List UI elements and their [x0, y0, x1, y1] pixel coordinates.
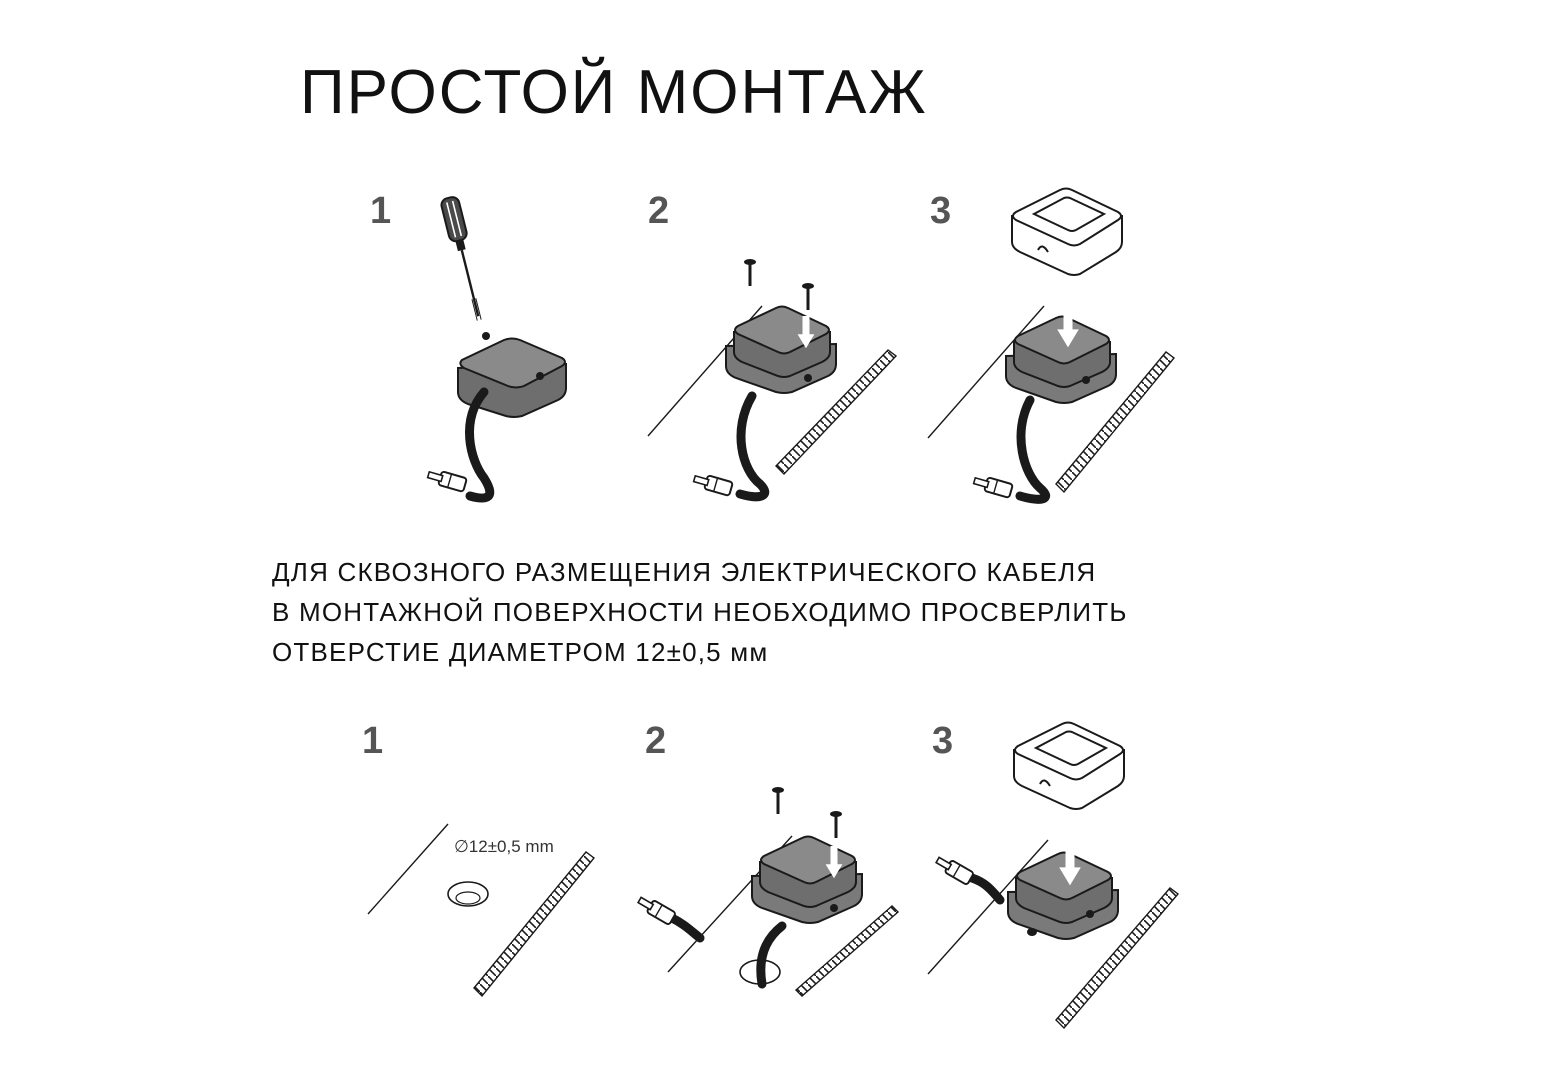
bottom-step-1-illustration: ∅12±0,5 mm	[367, 823, 596, 998]
step-number-bottom-3: 3	[932, 720, 954, 762]
page-title: ПРОСТОЙ МОНТАЖ	[300, 58, 928, 127]
note-line-3: ОТВЕРСТИЕ ДИАМЕТРОМ 12±0,5 мм	[272, 637, 769, 667]
step-number-bottom-2: 2	[645, 720, 667, 762]
note-line-2: В МОНТАЖНОЙ ПОВЕРХНОСТИ НЕОБХОДИМО ПРОСВ…	[272, 597, 1128, 627]
step-number-top-2: 2	[648, 190, 670, 232]
top-step-1-illustration	[425, 196, 567, 503]
top-step-3-illustration	[927, 187, 1176, 504]
installation-note: ДЛЯ СКВОЗНОГО РАЗМЕЩЕНИЯ ЭЛЕКТРИЧЕСКОГО …	[272, 552, 1272, 672]
step-number-bottom-1: 1	[362, 720, 384, 762]
step-number-top-1: 1	[370, 190, 392, 232]
bottom-step-2-illustration	[635, 787, 900, 997]
step-number-top-3: 3	[930, 190, 952, 232]
screwdriver-icon	[440, 196, 482, 321]
bottom-step-3-illustration	[927, 721, 1180, 1030]
note-line-1: ДЛЯ СКВОЗНОГО РАЗМЕЩЕНИЯ ЭЛЕКТРИЧЕСКОГО …	[272, 557, 1097, 587]
hole-diameter-label: ∅12±0,5 mm	[454, 837, 554, 856]
top-step-2-illustration	[647, 259, 898, 502]
